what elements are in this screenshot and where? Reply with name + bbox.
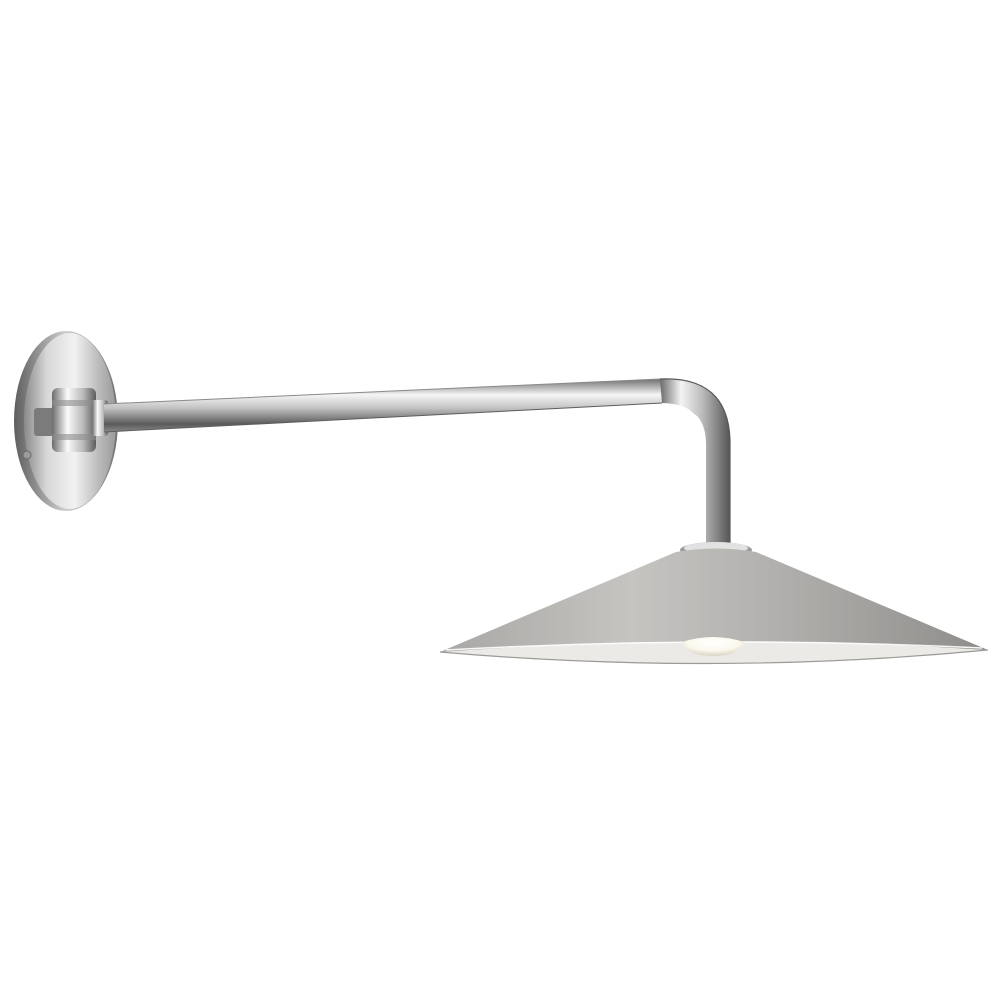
screw-icon (22, 450, 32, 460)
light-bulb (682, 637, 744, 656)
elbow-stem (659, 378, 731, 548)
horizontal-arm (103, 378, 714, 433)
